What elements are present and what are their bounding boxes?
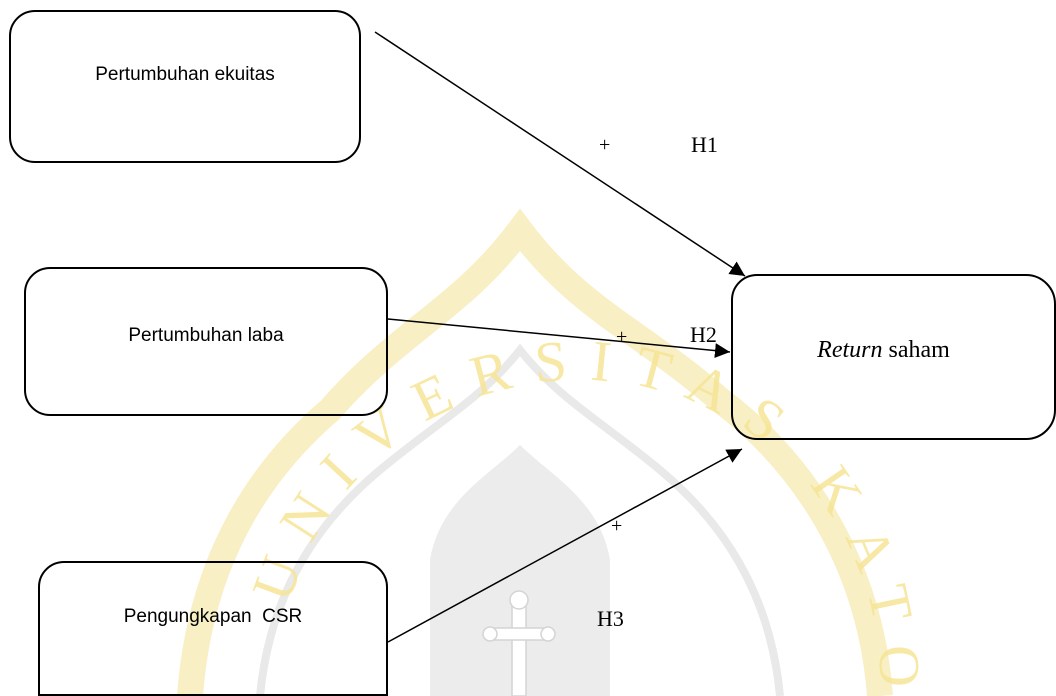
- node-equity-growth: Pertumbuhan ekuitas: [9, 10, 361, 163]
- edge-h2-sign: +: [616, 326, 628, 348]
- edge-h1-sign: +: [599, 134, 611, 156]
- edge-h2-line: [387, 318, 731, 359]
- node-stock-return-label: Return saham: [817, 337, 950, 364]
- edge-h3-sign: +: [611, 515, 623, 537]
- node-csr-disclosure: Pengungkapan CSR: [38, 561, 388, 696]
- seal-inner-ring-icon: [256, 343, 784, 696]
- node-profit-growth-label: Pertumbuhan laba: [128, 324, 284, 346]
- node-csr-disclosure-label: Pengungkapan CSR: [123, 605, 303, 627]
- node-stock-return: Return saham: [731, 274, 1056, 440]
- node-equity-growth-label: Pertumbuhan ekuitas: [95, 63, 275, 85]
- edge-h3-line: [387, 448, 743, 643]
- edge-h1-line: [374, 31, 746, 277]
- edge-h1-label: H1: [691, 132, 718, 157]
- cross-icon: [482, 590, 556, 696]
- node-profit-growth: Pertumbuhan laba: [24, 267, 388, 416]
- node-stock-return-italic: Return: [817, 336, 883, 363]
- node-stock-return-rest: saham: [882, 336, 950, 363]
- seal-outer-ring-icon: [177, 208, 893, 696]
- edge-h2-label: H2: [690, 322, 717, 347]
- edge-h3-label: H3: [597, 606, 624, 631]
